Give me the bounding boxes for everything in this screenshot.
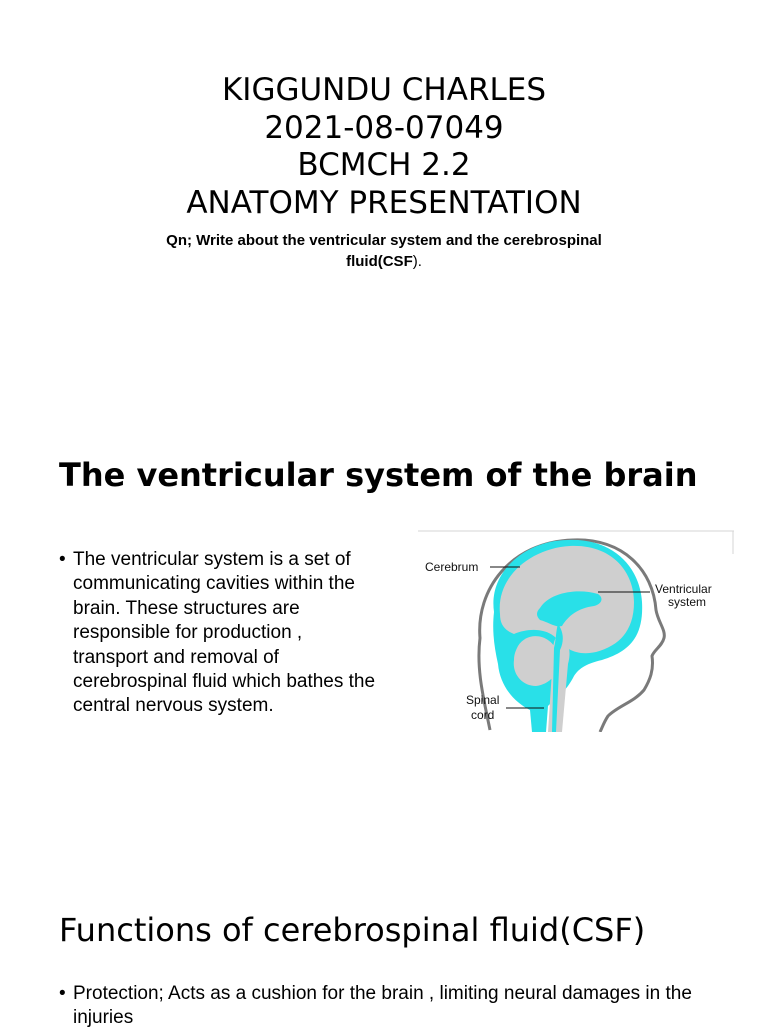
question-text: Qn; Write about the ventricular system a… bbox=[130, 230, 638, 272]
bullet-list: Protection; Acts as a cushion for the br… bbox=[59, 982, 719, 1030]
author-name: KIGGUNDU CHARLES bbox=[221, 72, 547, 108]
label-spinal-line2: cord bbox=[471, 708, 494, 722]
csf-functions-slide: Functions of cerebrospinal fluid(CSF) Pr… bbox=[0, 870, 768, 1028]
label-cerebrum: Cerebrum bbox=[425, 560, 478, 574]
label-spinal-line1: Spinal bbox=[466, 693, 499, 707]
slide-title: The ventricular system of the brain bbox=[59, 456, 698, 494]
brain-ventricular-diagram: Cerebrum Ventricular system Spinal cord bbox=[418, 530, 734, 732]
label-ventricular-line1: Ventricular bbox=[655, 582, 712, 596]
ventricular-system-slide: The ventricular system of the brain The … bbox=[0, 430, 768, 870]
question-main: Qn; Write about the ventricular system a… bbox=[166, 232, 602, 270]
bullet-list: The ventricular system is a set of commu… bbox=[59, 548, 379, 719]
presentation-title: ANATOMY PRESENTATION bbox=[186, 184, 582, 221]
label-ventricular-line2: system bbox=[668, 595, 706, 609]
lateral-ventricle bbox=[537, 591, 602, 627]
bullet-item: The ventricular system is a set of commu… bbox=[59, 548, 379, 719]
presentation-title-block: KIGGUNDU CHARLES 2021-08-07049 BCMCH 2.2… bbox=[0, 72, 768, 222]
brain-diagram-svg: Cerebrum Ventricular system Spinal cord bbox=[418, 530, 734, 732]
course-code: BCMCH 2.2 bbox=[297, 147, 471, 183]
bullet-item: Protection; Acts as a cushion for the br… bbox=[59, 982, 719, 1030]
question-tail: ). bbox=[412, 253, 422, 270]
cerebellum bbox=[513, 636, 559, 686]
student-number: 2021-08-07049 bbox=[264, 109, 504, 146]
title-slide: KIGGUNDU CHARLES 2021-08-07049 BCMCH 2.2… bbox=[0, 0, 768, 430]
head-outline bbox=[477, 538, 666, 732]
slide-title: Functions of cerebrospinal fluid(CSF) bbox=[59, 911, 646, 949]
cerebral-aqueduct bbox=[552, 624, 563, 732]
